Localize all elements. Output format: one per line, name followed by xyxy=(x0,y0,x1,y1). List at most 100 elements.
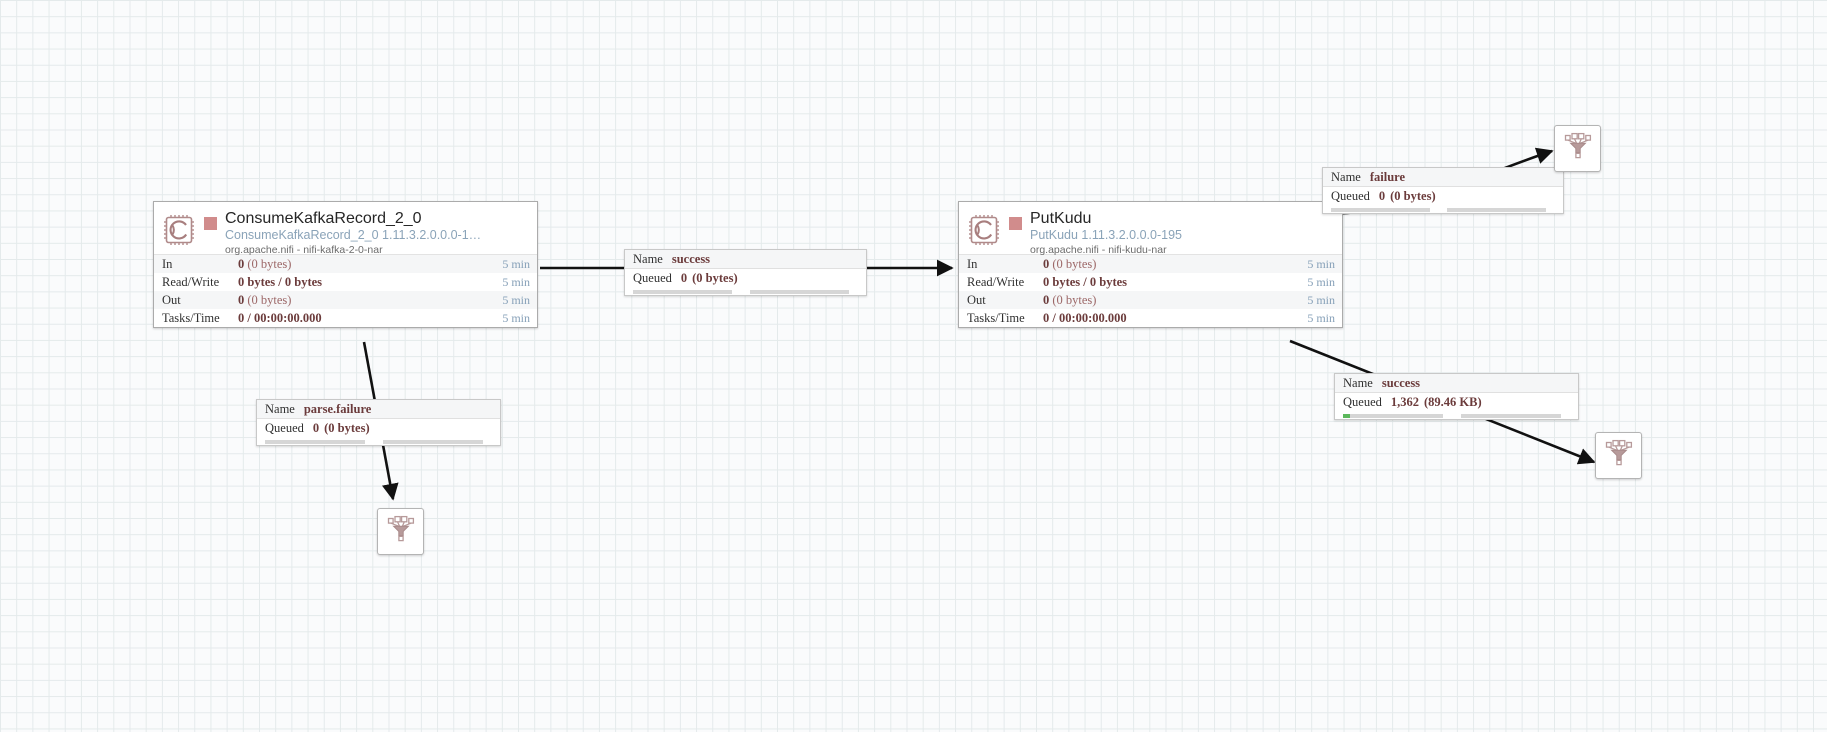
stat-time: 5 min xyxy=(1307,292,1335,307)
connection-queued-row: Queued 1,362 (89.46 KB) xyxy=(1335,393,1578,412)
stat-label: Tasks/Time xyxy=(162,310,220,325)
stat-value: 0 / 00:00:00.000 xyxy=(1043,311,1307,326)
stat-value-number: 0 xyxy=(1043,292,1050,307)
connection-queued-label: Queued xyxy=(1343,395,1382,409)
processor-stats: In 0 (0 bytes) 5 min Read/Write 0 bytes … xyxy=(959,254,1342,327)
connection-name-value: success xyxy=(671,251,711,266)
stat-value-number: 0 xyxy=(238,292,245,307)
queue-size-bar xyxy=(383,440,483,444)
stat-time: 5 min xyxy=(502,310,530,325)
connection-name-value: failure xyxy=(1369,169,1406,184)
processor-name: ConsumeKafkaRecord_2_0 xyxy=(225,210,422,227)
connection-failure-kudu[interactable]: Name failure Queued 0 (0 bytes) xyxy=(1322,167,1564,214)
stat-value: 0 bytes / 0 bytes xyxy=(1043,275,1307,290)
processor-put-kudu[interactable]: PutKudu PutKudu 1.11.3.2.0.0.0-195 org.a… xyxy=(958,201,1343,328)
connection-queue-bars xyxy=(1335,412,1578,419)
stat-time: 5 min xyxy=(502,256,530,271)
queue-count-bar xyxy=(1343,414,1443,418)
stat-label: Read/Write xyxy=(967,274,1025,289)
funnel-icon xyxy=(1563,131,1593,166)
connection-name-value: parse.failure xyxy=(303,401,372,416)
queue-size-bar xyxy=(1461,414,1561,418)
connection-queued-size: (89.46 KB) xyxy=(1424,395,1482,409)
processor-titles: ConsumeKafkaRecord_2_0 ConsumeKafkaRecor… xyxy=(225,210,481,257)
stat-value-detail: (0 bytes) xyxy=(247,292,292,307)
stat-value-number: 0 / 00:00:00.000 xyxy=(1043,310,1127,325)
connection-parse-failure[interactable]: Name parse.failure Queued 0 (0 bytes) xyxy=(256,399,501,446)
queue-count-bar xyxy=(633,290,732,294)
stat-row-read-write: Read/Write 0 bytes / 0 bytes 5 min xyxy=(959,273,1342,291)
connection-queued-label: Queued xyxy=(633,271,672,285)
stat-value-detail: (0 bytes) xyxy=(1052,292,1097,307)
connection-name-value: success xyxy=(1381,375,1421,390)
stat-value: 0 (0 bytes) xyxy=(1043,293,1307,308)
connection-queued-count: 1,362 xyxy=(1390,395,1419,409)
queue-count-bar xyxy=(1331,208,1430,212)
connection-name-label: Name xyxy=(265,401,295,416)
stat-time: 5 min xyxy=(502,292,530,307)
connection-success-kafka-to-kudu[interactable]: Name success Queued 0 (0 bytes) xyxy=(624,249,867,296)
connection-queued-label: Queued xyxy=(1331,189,1370,203)
connection-name-label: Name xyxy=(1331,169,1361,184)
funnel-kudu-success[interactable] xyxy=(1595,432,1642,479)
processor-type-version: PutKudu 1.11.3.2.0.0.0-195 xyxy=(1030,228,1182,242)
connection-queued-row: Queued 0 (0 bytes) xyxy=(625,269,866,288)
queue-count-bar xyxy=(265,440,365,444)
connection-queued-count: 0 xyxy=(312,421,320,435)
connection-queued-count: 0 xyxy=(680,271,688,285)
stat-label: Out xyxy=(162,292,181,307)
stopped-square-icon xyxy=(1009,217,1022,230)
connection-name-row: Name failure xyxy=(1323,168,1563,187)
processor-chip-icon xyxy=(162,213,196,247)
stat-value: 0 bytes / 0 bytes xyxy=(238,275,502,290)
connection-queue-bars xyxy=(257,438,500,445)
stat-row-out: Out 0 (0 bytes) 5 min xyxy=(154,291,537,309)
funnel-parse-failure[interactable] xyxy=(377,508,424,555)
funnel-kudu-failure[interactable] xyxy=(1554,125,1601,172)
connection-name-row: Name success xyxy=(1335,374,1578,393)
stat-time: 5 min xyxy=(1307,256,1335,271)
connection-queued-row: Queued 0 (0 bytes) xyxy=(257,419,500,438)
processor-titles: PutKudu PutKudu 1.11.3.2.0.0.0-195 org.a… xyxy=(1030,210,1182,257)
stat-value-number: 0 bytes / 0 bytes xyxy=(238,274,323,289)
queue-count-fill xyxy=(1343,414,1350,418)
stat-value: 0 / 00:00:00.000 xyxy=(238,311,502,326)
processor-consume-kafka-record[interactable]: ConsumeKafkaRecord_2_0 ConsumeKafkaRecor… xyxy=(153,201,538,328)
processor-header: ConsumeKafkaRecord_2_0 ConsumeKafkaRecor… xyxy=(154,202,537,257)
connection-queued-size: (0 bytes) xyxy=(324,421,370,435)
connection-queued-count: 0 xyxy=(1378,189,1386,203)
stat-label: In xyxy=(967,256,978,271)
stat-row-tasks-time: Tasks/Time 0 / 00:00:00.000 5 min xyxy=(959,309,1342,327)
stat-value-number: 0 xyxy=(1043,256,1050,271)
processor-bundle: org.apache.nifi - nifi-kafka-2-0-nar xyxy=(225,244,383,256)
stat-time: 5 min xyxy=(1307,274,1335,289)
stat-row-in: In 0 (0 bytes) 5 min xyxy=(154,255,537,273)
stat-label: Out xyxy=(967,292,986,307)
stat-value-detail: (0 bytes) xyxy=(247,256,292,271)
stat-row-in: In 0 (0 bytes) 5 min xyxy=(959,255,1342,273)
stat-value-number: 0 xyxy=(238,256,245,271)
stat-value: 0 (0 bytes) xyxy=(238,293,502,308)
stat-time: 5 min xyxy=(502,274,530,289)
stat-row-tasks-time: Tasks/Time 0 / 00:00:00.000 5 min xyxy=(154,309,537,327)
processor-name: PutKudu xyxy=(1030,210,1092,227)
connection-queued-size: (0 bytes) xyxy=(1390,189,1436,203)
stat-label: Read/Write xyxy=(162,274,220,289)
connection-success-kudu[interactable]: Name success Queued 1,362 (89.46 KB) xyxy=(1334,373,1579,420)
processor-chip-icon xyxy=(967,213,1001,247)
stat-time: 5 min xyxy=(1307,310,1335,325)
funnel-icon xyxy=(1604,438,1634,473)
stat-value-number: 0 bytes / 0 bytes xyxy=(1043,274,1128,289)
stat-value: 0 (0 bytes) xyxy=(1043,257,1307,272)
connection-queue-bars xyxy=(625,288,866,295)
connection-queue-bars xyxy=(1323,206,1563,213)
connection-queued-label: Queued xyxy=(265,421,304,435)
connection-name-row: Name success xyxy=(625,250,866,269)
queue-size-bar xyxy=(750,290,849,294)
stat-value-detail: (0 bytes) xyxy=(1052,256,1097,271)
stat-row-out: Out 0 (0 bytes) 5 min xyxy=(959,291,1342,309)
stat-value: 0 (0 bytes) xyxy=(238,257,502,272)
connection-name-label: Name xyxy=(1343,375,1373,390)
